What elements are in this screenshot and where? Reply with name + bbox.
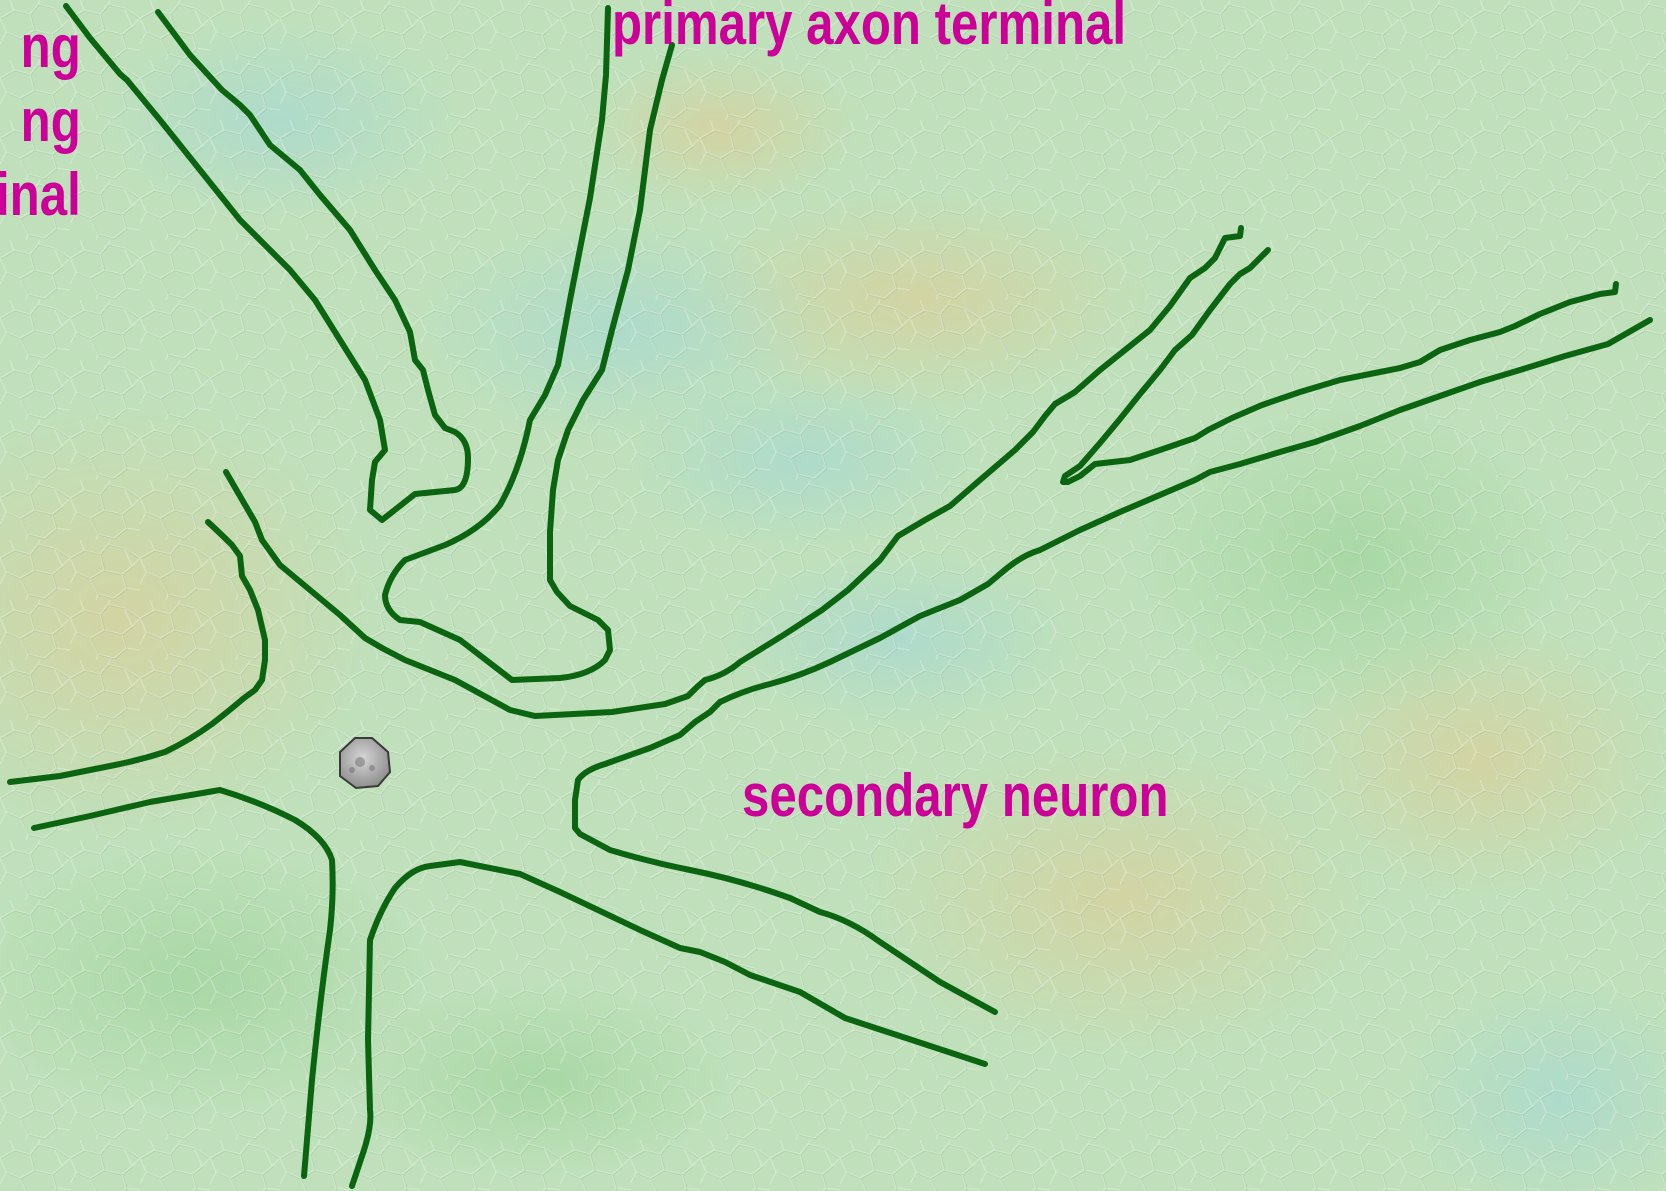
primary-axon-terminal-label: primary axon terminal: [612, 0, 1126, 54]
secondary-neuron-label: secondary neuron: [742, 766, 1169, 826]
cut-off-label-line-1: ng: [0, 10, 81, 84]
cut-off-label-line-3: inal: [0, 158, 81, 232]
cut-off-left-labels: ng ng inal: [0, 10, 81, 232]
cut-off-label-line-2: ng: [0, 84, 81, 158]
